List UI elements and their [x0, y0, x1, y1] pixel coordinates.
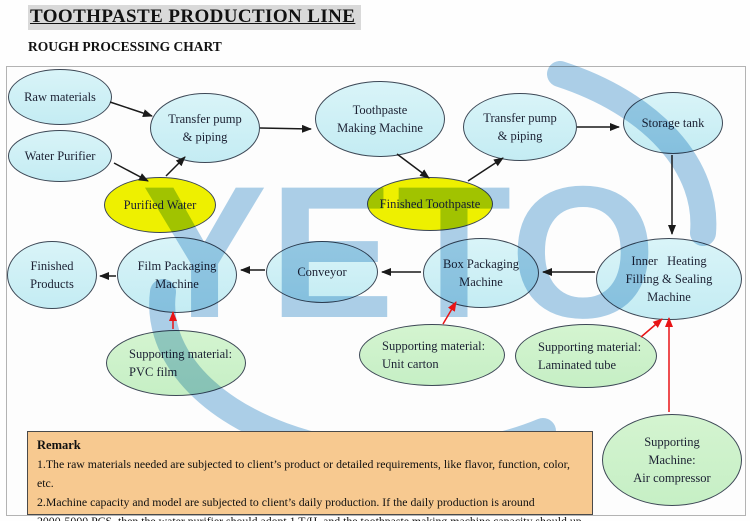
remark-line-1: 1.The raw materials needed are subjected…	[37, 457, 570, 490]
remark-box: Remark 1.The raw materials needed are su…	[27, 431, 593, 521]
node-box-packaging-machine: Box Packaging Machine	[423, 238, 539, 308]
node-supporting-material-laminated-tube: Supporting material: Laminated tube	[515, 324, 657, 388]
node-supporting-machine-air-compressor: Supporting Machine: Air compressor	[602, 414, 742, 506]
node-inner-heating-filling-sealing-machine: Inner Heating Filling & Sealing Machine	[596, 238, 742, 320]
node-film-packaging-machine: Film Packaging Machine	[117, 237, 237, 313]
node-conveyor: Conveyor	[266, 241, 378, 303]
node-storage-tank: Storage tank	[623, 92, 723, 154]
node-raw-materials: Raw materials	[8, 69, 112, 125]
node-water-purifier: Water Purifier	[8, 130, 112, 182]
node-finished-toothpaste: Finished Toothpaste	[367, 177, 493, 231]
node-finished-products: Finished Products	[7, 241, 97, 309]
page-subtitle: ROUGH PROCESSING CHART	[28, 39, 222, 54]
page-title: TOOTHPASTE PRODUCTION LINE	[28, 5, 362, 30]
node-transfer-pump-2: Transfer pump & piping	[463, 93, 577, 161]
node-transfer-pump-1: Transfer pump & piping	[150, 93, 260, 163]
remark-line-3: 2000-5000 PCS, then the water purifier s…	[37, 514, 582, 521]
remark-title: Remark	[37, 438, 81, 452]
node-supporting-material-pvc-film: Supporting material: PVC film	[106, 330, 246, 396]
node-toothpaste-making-machine: Toothpaste Making Machine	[315, 81, 445, 157]
remark-line-2: 2.Machine capacity and model are subject…	[37, 495, 535, 509]
node-purified-water: Purified Water	[104, 177, 216, 233]
node-supporting-material-unit-carton: Supporting material: Unit carton	[359, 324, 505, 386]
